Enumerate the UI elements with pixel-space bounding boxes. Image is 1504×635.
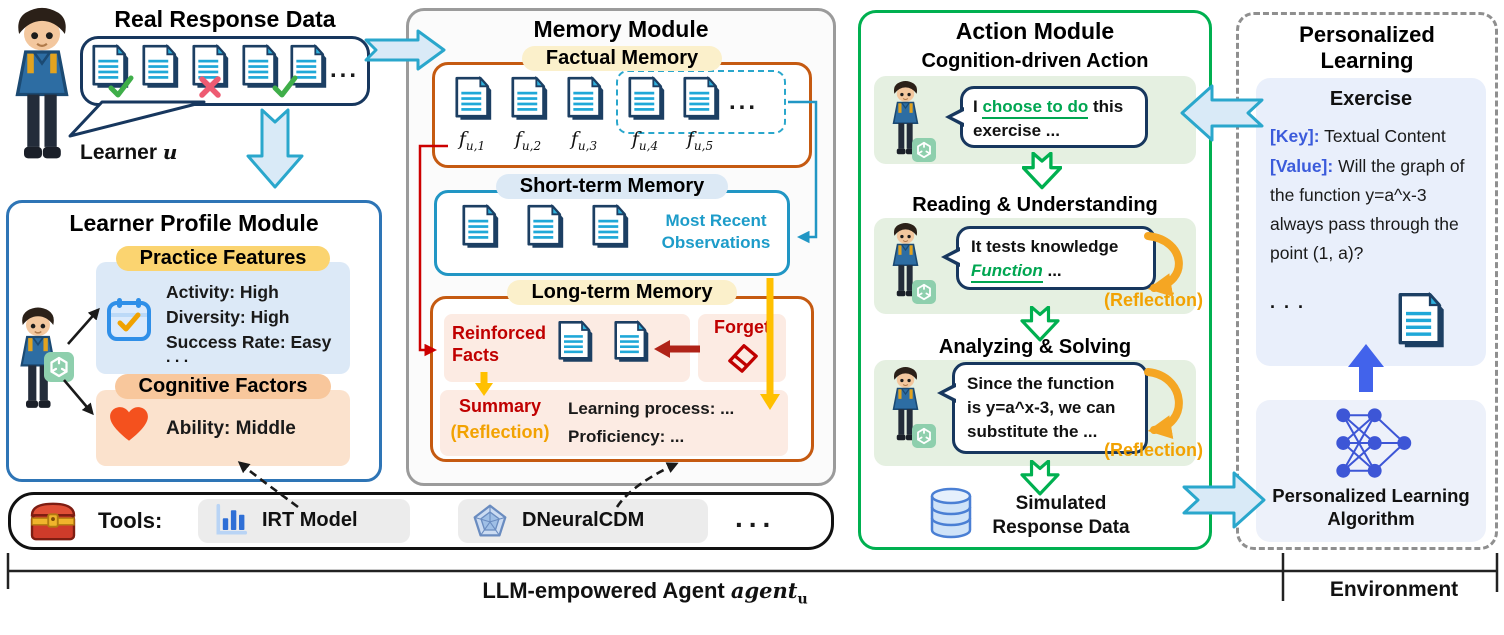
reflection-label: (Reflection) — [1104, 290, 1203, 310]
memory-module-title: Memory Module — [533, 16, 709, 42]
long-term-memory-header: Long-term Memory — [430, 280, 814, 305]
more-facts-dots: ... — [729, 88, 759, 115]
cognition-action-title: Cognition-driven Action — [921, 50, 1149, 72]
factual-memory-header: Factual Memory — [432, 46, 812, 71]
choose-bubble: I choose to do this exercise ... — [945, 86, 1148, 148]
document-icon — [511, 76, 549, 122]
document-icon — [142, 44, 180, 90]
gpt-icon — [912, 280, 936, 304]
exercise-key-line: [Key]: Textual Content — [1270, 126, 1446, 146]
down-arrow-icon — [1020, 460, 1060, 496]
fact-label: fu,5 — [686, 128, 714, 153]
gpt-icon — [912, 424, 936, 448]
document-icon — [592, 204, 630, 250]
summary-label: Summary — [458, 396, 542, 416]
solving-bubble: Since the function is y=a^x-3, we can su… — [937, 362, 1148, 454]
pentagon-radar-icon — [472, 503, 508, 539]
personalized-learning-title: Personalized Learning — [1299, 22, 1435, 73]
tools-label: Tools: — [98, 508, 163, 533]
document-icon — [462, 204, 500, 250]
document-icon — [683, 76, 721, 122]
fact-label: fu,3 — [570, 128, 598, 153]
exercise-box — [1256, 78, 1486, 366]
flow-arrow-to-profile — [246, 108, 304, 189]
real-response-title: Real Response Data — [114, 6, 336, 32]
check-icon — [272, 74, 298, 100]
learner-profile-title: Learner Profile Module — [69, 210, 319, 236]
document-icon — [567, 76, 605, 122]
speech-tail — [68, 100, 206, 138]
practice-line: Diversity: High — [166, 307, 290, 327]
document-icon — [614, 320, 650, 364]
document-icon — [558, 320, 594, 364]
tool-irt-label: IRT Model — [262, 509, 358, 531]
more-tools-dots: ... — [735, 502, 777, 533]
down-arrow-icon — [1022, 152, 1062, 190]
forget-label: Forget — [714, 317, 770, 337]
algorithm-label: Personalized Learning Algorithm — [1272, 485, 1470, 529]
action-module-title: Action Module — [955, 18, 1115, 44]
cognitive-factors-header: Cognitive Factors — [96, 374, 350, 399]
practice-features-header: Practice Features — [96, 246, 350, 271]
eraser-icon — [726, 342, 760, 374]
agent-bracket-label: LLM-empowered Agent agentu — [482, 578, 808, 608]
learner-avatar — [6, 6, 78, 170]
practice-line: Activity: High — [166, 282, 279, 302]
environment-bracket-label: Environment — [1329, 578, 1459, 601]
summary-box — [440, 390, 788, 456]
document-icon — [527, 204, 565, 250]
recent-facts-dashed-box — [616, 70, 786, 134]
fact-label: fu,2 — [514, 128, 542, 153]
gpt-icon — [912, 138, 936, 162]
fact-label: fu,4 — [631, 128, 659, 153]
bar-chart-icon — [212, 503, 248, 539]
calendar-icon — [106, 296, 152, 342]
database-icon — [928, 486, 974, 540]
practice-line: Success Rate: Easy — [166, 332, 332, 352]
learning-process-line: Learning process: ... — [568, 399, 735, 418]
check-icon — [108, 74, 134, 100]
treasure-chest-icon — [30, 500, 76, 542]
recent-observations-note: Most Recent Observations — [661, 211, 771, 252]
document-icon — [628, 76, 666, 122]
short-term-memory-header: Short-term Memory — [434, 174, 790, 199]
proficiency-line: Proficiency: ... — [568, 427, 685, 446]
ability-line: Ability: Middle — [166, 418, 296, 439]
fact-label: fu,1 — [458, 128, 486, 153]
reinforced-facts-label: Reinforced Facts — [452, 323, 547, 365]
analyzing-title: Analyzing & Solving — [938, 336, 1132, 358]
learner-label: Learner u — [80, 140, 178, 164]
simulated-response-label: Simulated Response Data — [992, 493, 1130, 538]
document-icon — [1398, 292, 1446, 350]
exercise-title: Exercise — [1329, 88, 1413, 110]
practice-ellipsis: . . . — [166, 349, 189, 366]
heart-icon — [108, 406, 150, 444]
exercise-ellipsis: . . . — [1270, 292, 1306, 312]
exercise-value-line: [Value]: Will the graph of the function … — [1270, 156, 1465, 263]
reflection-label: (Reflection) — [1104, 440, 1203, 460]
document-icon — [455, 76, 493, 122]
reflection-label: (Reflection) — [450, 422, 550, 442]
more-documents-dots: ... — [330, 56, 360, 83]
neural-network-icon — [1330, 406, 1412, 480]
reading-title: Reading & Understanding — [912, 194, 1158, 216]
cross-icon — [198, 75, 222, 99]
gpt-icon — [44, 352, 74, 382]
tool-dneuralcdm-label: DNeuralCDM — [522, 509, 645, 531]
